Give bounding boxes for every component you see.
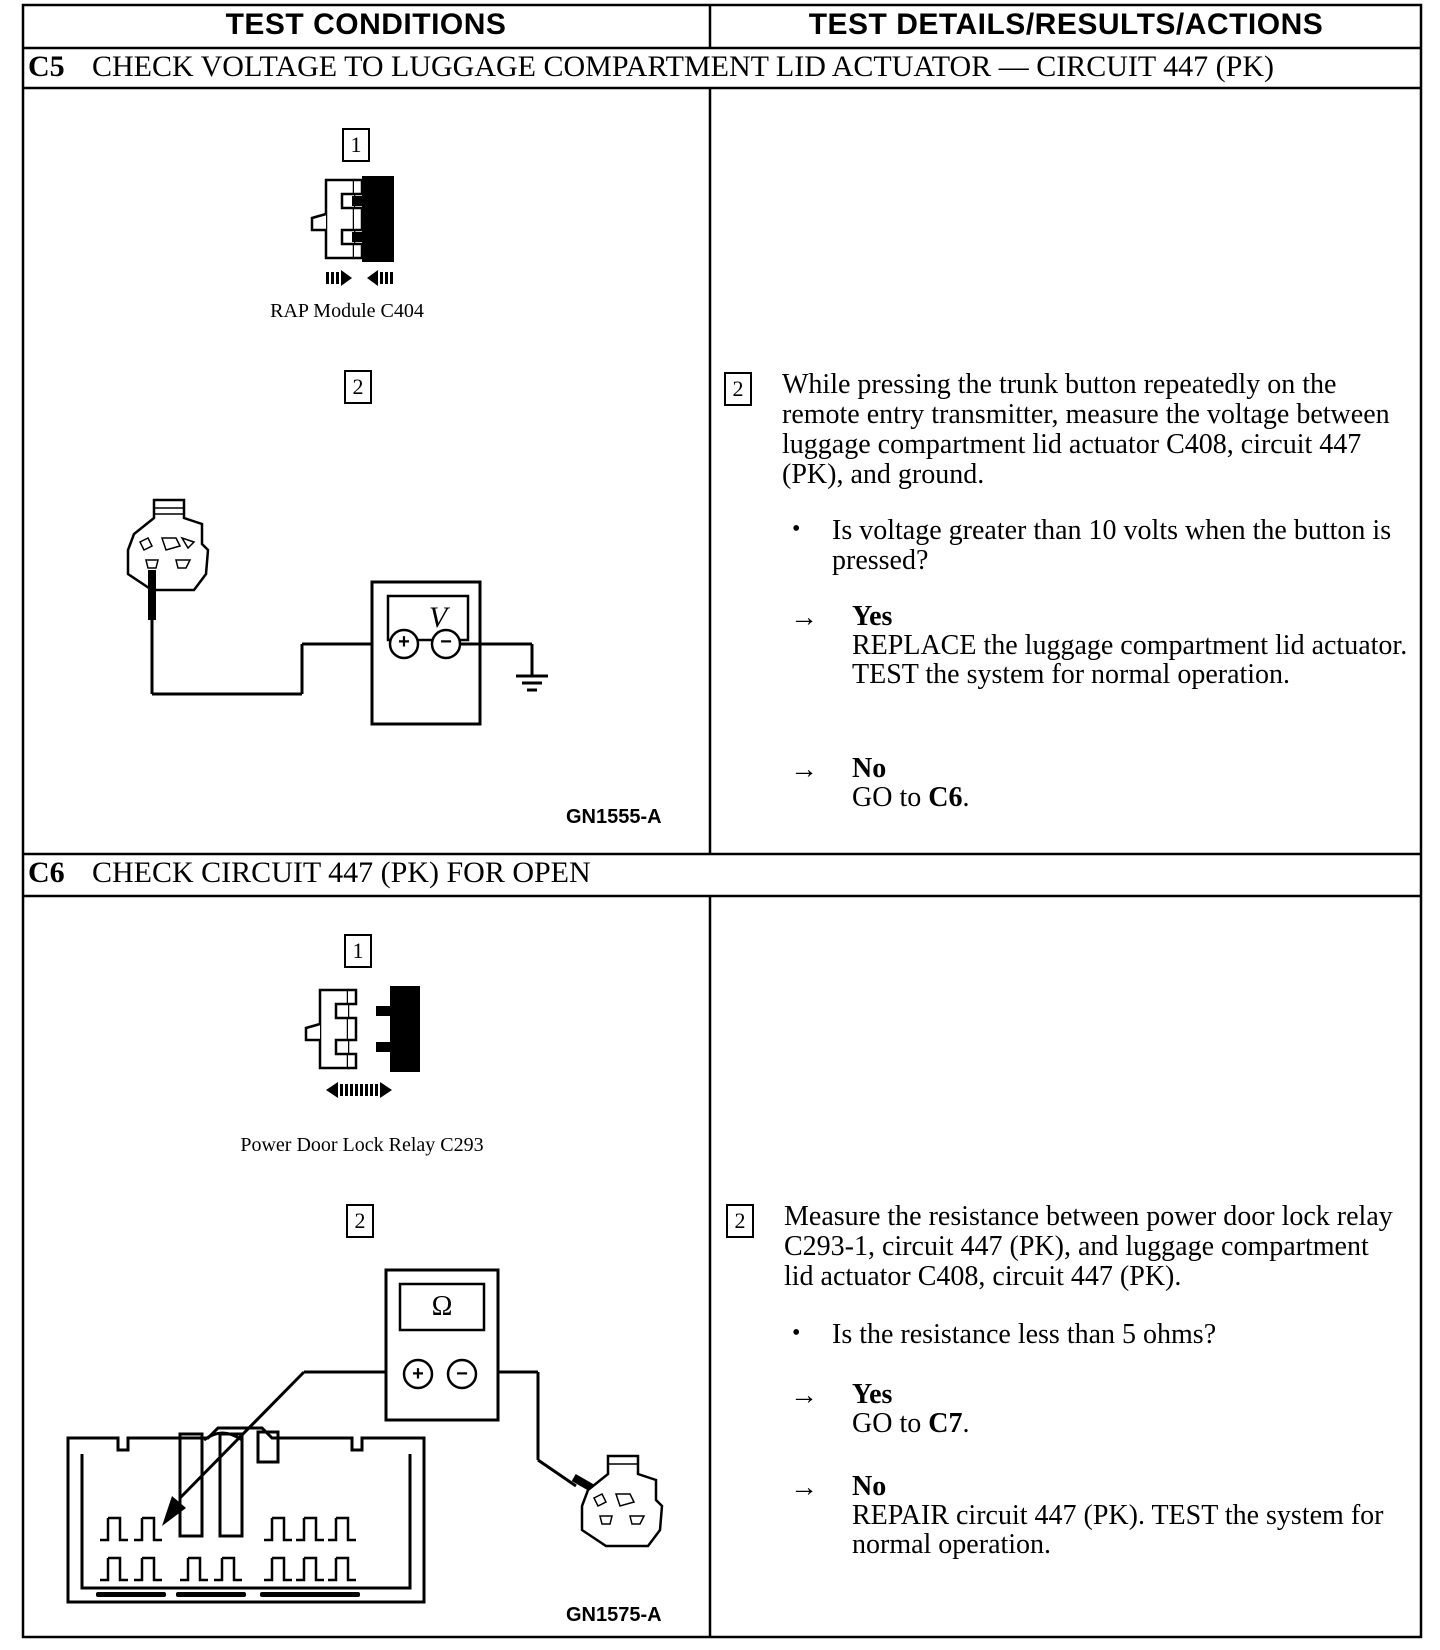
- c5-detail-step-box: 2: [724, 372, 752, 406]
- c6-yes-action-suffix: .: [962, 1408, 970, 1439]
- c6-figure-id: GN1575-A: [566, 1604, 662, 1626]
- c5-yes-arrow: →: [790, 602, 818, 633]
- ohmmeter-display: Ω: [431, 1291, 453, 1322]
- diagnostic-test-page: TEST CONDITIONS TEST DETAILS/RESULTS/ACT…: [21, 3, 1423, 1639]
- c6-yes-action-ref[interactable]: C7: [928, 1408, 963, 1439]
- c5-no-answer: No GO to C6.: [852, 754, 1412, 812]
- c6-title-text: CHECK CIRCUIT 447 (PK) FOR OPEN: [92, 856, 591, 889]
- c6-no-answer: No REPAIR circuit 447 (PK). TEST the sys…: [852, 1472, 1412, 1559]
- c5-step-1-box: 1: [342, 128, 370, 162]
- disconnect-connector-icon: [304, 986, 420, 1098]
- c5-no-action-prefix: GO to: [852, 782, 929, 813]
- c6-yes-answer: Yes GO to C7.: [852, 1380, 1412, 1438]
- c5-yes-answer: Yes REPLACE the luggage compartment lid …: [852, 602, 1412, 689]
- c6-section-title: C6 CHECK CIRCUIT 447 (PK) FOR OPEN: [28, 856, 591, 890]
- c6-no-action: REPAIR circuit 447 (PK). TEST the system…: [852, 1500, 1384, 1560]
- c5-code: C5: [28, 50, 65, 83]
- c6-code: C6: [28, 856, 65, 889]
- c5-yes-label: Yes: [852, 601, 893, 632]
- c6-yes-action-prefix: GO to: [852, 1408, 929, 1439]
- meter-minus-terminal: −: [456, 1362, 468, 1385]
- actuator-connector-icon: [580, 1454, 664, 1548]
- ground-symbol-icon: [516, 674, 548, 692]
- c6-step-2-box: 2: [346, 1204, 374, 1238]
- c6-connector-label: Power Door Lock Relay C293: [240, 1134, 484, 1156]
- c5-bullet: •: [792, 516, 801, 542]
- voltmeter-display: V: [428, 601, 448, 634]
- table-grid: [21, 3, 1423, 1639]
- c5-title-text: CHECK VOLTAGE TO LUGGAGE COMPARTMENT LID…: [92, 50, 1274, 83]
- c5-connector-label: RAP Module C404: [270, 300, 424, 322]
- c6-ohmmeter-diagram: [66, 1268, 664, 1604]
- meter-plus-terminal: +: [412, 1362, 424, 1385]
- c5-no-arrow: →: [790, 754, 818, 785]
- relay-connector-icon: [66, 1426, 426, 1604]
- c5-voltmeter-diagram: [126, 498, 548, 726]
- header-test-conditions: TEST CONDITIONS: [225, 8, 507, 41]
- relay-terminals: [100, 1516, 356, 1582]
- c5-instruction: While pressing the trunk button repeated…: [782, 369, 1390, 490]
- c5-no-action-suffix: .: [962, 782, 970, 813]
- header-test-details: TEST DETAILS/RESULTS/ACTIONS: [808, 8, 1324, 41]
- disconnect-connector-icon: [310, 176, 394, 286]
- c5-section-title: C5 CHECK VOLTAGE TO LUGGAGE COMPARTMENT L…: [28, 50, 1274, 84]
- c6-step-1-box: 1: [344, 934, 372, 968]
- c6-no-arrow: →: [790, 1472, 818, 1503]
- c5-yes-action: REPLACE the luggage compartment lid actu…: [852, 630, 1408, 690]
- c6-instruction: Measure the resistance between power doo…: [784, 1201, 1393, 1292]
- c5-figure-id: GN1555-A: [566, 806, 662, 828]
- c5-step-2-box: 2: [344, 370, 372, 404]
- c6-no-label: No: [852, 1471, 887, 1502]
- c5-no-label: No: [852, 753, 887, 784]
- c6-bullet: •: [792, 1320, 801, 1346]
- c6-yes-arrow: →: [790, 1380, 818, 1411]
- meter-plus-terminal: +: [398, 630, 410, 653]
- c6-yes-label: Yes: [852, 1379, 893, 1410]
- c5-question: Is voltage greater than 10 volts when th…: [832, 515, 1392, 576]
- meter-minus-terminal: −: [440, 630, 452, 653]
- c5-no-action-ref[interactable]: C6: [928, 782, 963, 813]
- c6-question: Is the resistance less than 5 ohms?: [832, 1319, 1217, 1350]
- c6-detail-step-box: 2: [726, 1204, 754, 1238]
